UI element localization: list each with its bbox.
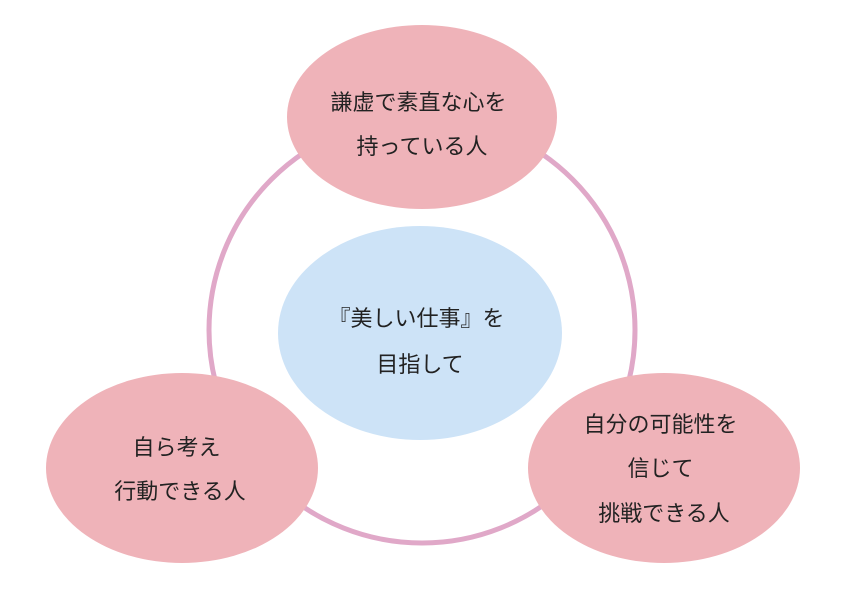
top-ellipse: [287, 25, 557, 209]
right-label-line-3: 挑戦できる人: [598, 502, 730, 527]
center-label-line-1: 『美しい仕事』を: [328, 307, 504, 332]
right-ellipse: [528, 373, 800, 563]
top-label: 謙虚で素直な心を 持っている人: [330, 91, 513, 160]
center-label-line-2: 目指して: [376, 353, 463, 378]
right-label-line-1: 自分の可能性を: [583, 413, 737, 438]
top-label-line-2: 持っている人: [357, 135, 488, 160]
center-label: 『美しい仕事』を 目指して: [328, 307, 511, 378]
left-ellipse: [46, 373, 318, 563]
left-label-line-1: 自ら考え: [132, 436, 220, 461]
top-label-line-1: 謙虚で素直な心を: [330, 91, 506, 116]
left-label: 自ら考え 行動できる人: [114, 436, 246, 505]
right-label: 自分の可能性を 信じて 挑戦できる人: [583, 413, 744, 527]
center-ellipse: [278, 226, 562, 440]
left-label-line-2: 行動できる人: [114, 480, 246, 505]
right-label-line-2: 信じて: [627, 457, 693, 482]
